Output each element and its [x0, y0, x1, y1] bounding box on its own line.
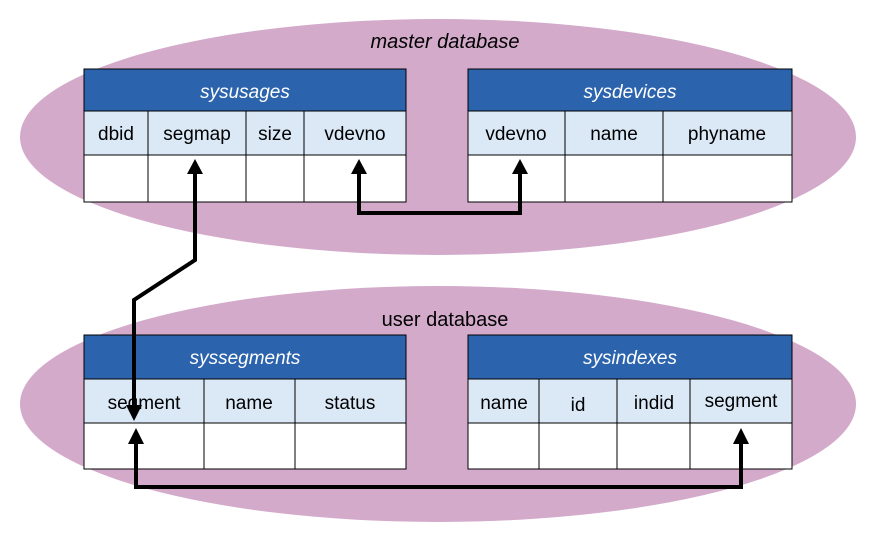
arrowhead-sysdevices-vdevno-icon [512, 159, 528, 174]
syssegments-data-cell [203, 422, 296, 470]
segmap-segment-connector [126, 159, 203, 421]
arrowhead-syssegments-segment-icon [126, 405, 142, 421]
sysusages-column-dbid: dbid [98, 124, 134, 145]
sysdevices-header-cell-phyname [662, 110, 793, 156]
sysindexes-header-cell-indid [616, 378, 691, 424]
sysusages-header-cell-vdevno [303, 110, 407, 156]
sysdevices-title-bar [467, 68, 793, 112]
sysusages-column-vdevno: vdevno [324, 124, 385, 145]
sysdevices-column-vdevno: vdevno [485, 124, 546, 145]
segmap-connector-line [132, 172, 197, 407]
sysusages-data-cell [83, 154, 149, 203]
sysindexes-title: sysindexes [583, 348, 677, 369]
sysindexes-column-name: name [480, 393, 528, 414]
sysusages-data-cell [303, 154, 407, 203]
sysindexes-header-cell-name [467, 378, 540, 424]
sysdevices-column-name: name [590, 124, 638, 145]
sysindexes-data-cell [467, 422, 540, 470]
sysusages-header-cell-segmap [147, 110, 247, 156]
syssegments-data-cell [83, 422, 205, 470]
syssegments-table: syssegments segment name status [83, 334, 407, 470]
segment-relationship-connector [128, 428, 749, 489]
arrowhead-syssegments-segment-bottom-icon [128, 428, 144, 444]
sysusages-data-cell [245, 154, 305, 203]
sysusages-column-size: size [258, 124, 292, 145]
syssegments-header-cell-segment [83, 378, 205, 424]
vdevno-relationship-connector [351, 159, 528, 215]
sysindexes-table: sysindexes name id indid segment [467, 334, 793, 470]
sysindexes-data-cell [616, 422, 691, 470]
sysindexes-data-cell [538, 422, 618, 470]
sysdevices-data-cell [662, 154, 793, 203]
user-database-label: user database [382, 309, 509, 331]
arrowhead-sysusages-segmap-icon [187, 159, 203, 174]
syssegments-data-cell [294, 422, 407, 470]
syssegments-column-segment: segment [108, 393, 182, 414]
sysdevices-header-cell-name [564, 110, 664, 156]
arrowhead-sysindexes-segment-icon [733, 428, 749, 444]
sysdevices-header-cell-vdevno [467, 110, 566, 156]
sysusages-title-bar [83, 68, 407, 112]
sysindexes-header-cell-segment [689, 378, 793, 424]
syssegments-header-cell-name [203, 378, 296, 424]
segment-connector-line [134, 442, 743, 489]
sysindexes-column-indid: indid [634, 393, 674, 414]
sysdevices-data-cell [564, 154, 664, 203]
sysdevices-data-cell [467, 154, 566, 203]
sysindexes-title-bar [467, 334, 793, 380]
sysdevices-table: sysdevices vdevno name phyname [467, 68, 793, 203]
sysdevices-column-phyname: phyname [688, 124, 766, 145]
sysusages-column-segmap: segmap [163, 124, 231, 145]
syssegments-column-name: name [225, 393, 273, 414]
arrowhead-sysusages-vdevno-icon [351, 159, 367, 174]
vdevno-connector-line [357, 172, 522, 215]
syssegments-header-cell-status [294, 378, 407, 424]
master-database-label: master database [371, 31, 520, 53]
sysdevices-title: sysdevices [584, 82, 677, 103]
sysindexes-header-cell-id [538, 378, 618, 424]
sysindexes-column-segment: segment [705, 391, 779, 412]
syssegments-title-bar [83, 334, 407, 380]
sysindexes-column-id: id [571, 395, 586, 416]
syssegments-title: syssegments [190, 348, 301, 369]
sysusages-title: sysusages [200, 82, 290, 103]
syssegments-column-status: status [325, 393, 376, 414]
